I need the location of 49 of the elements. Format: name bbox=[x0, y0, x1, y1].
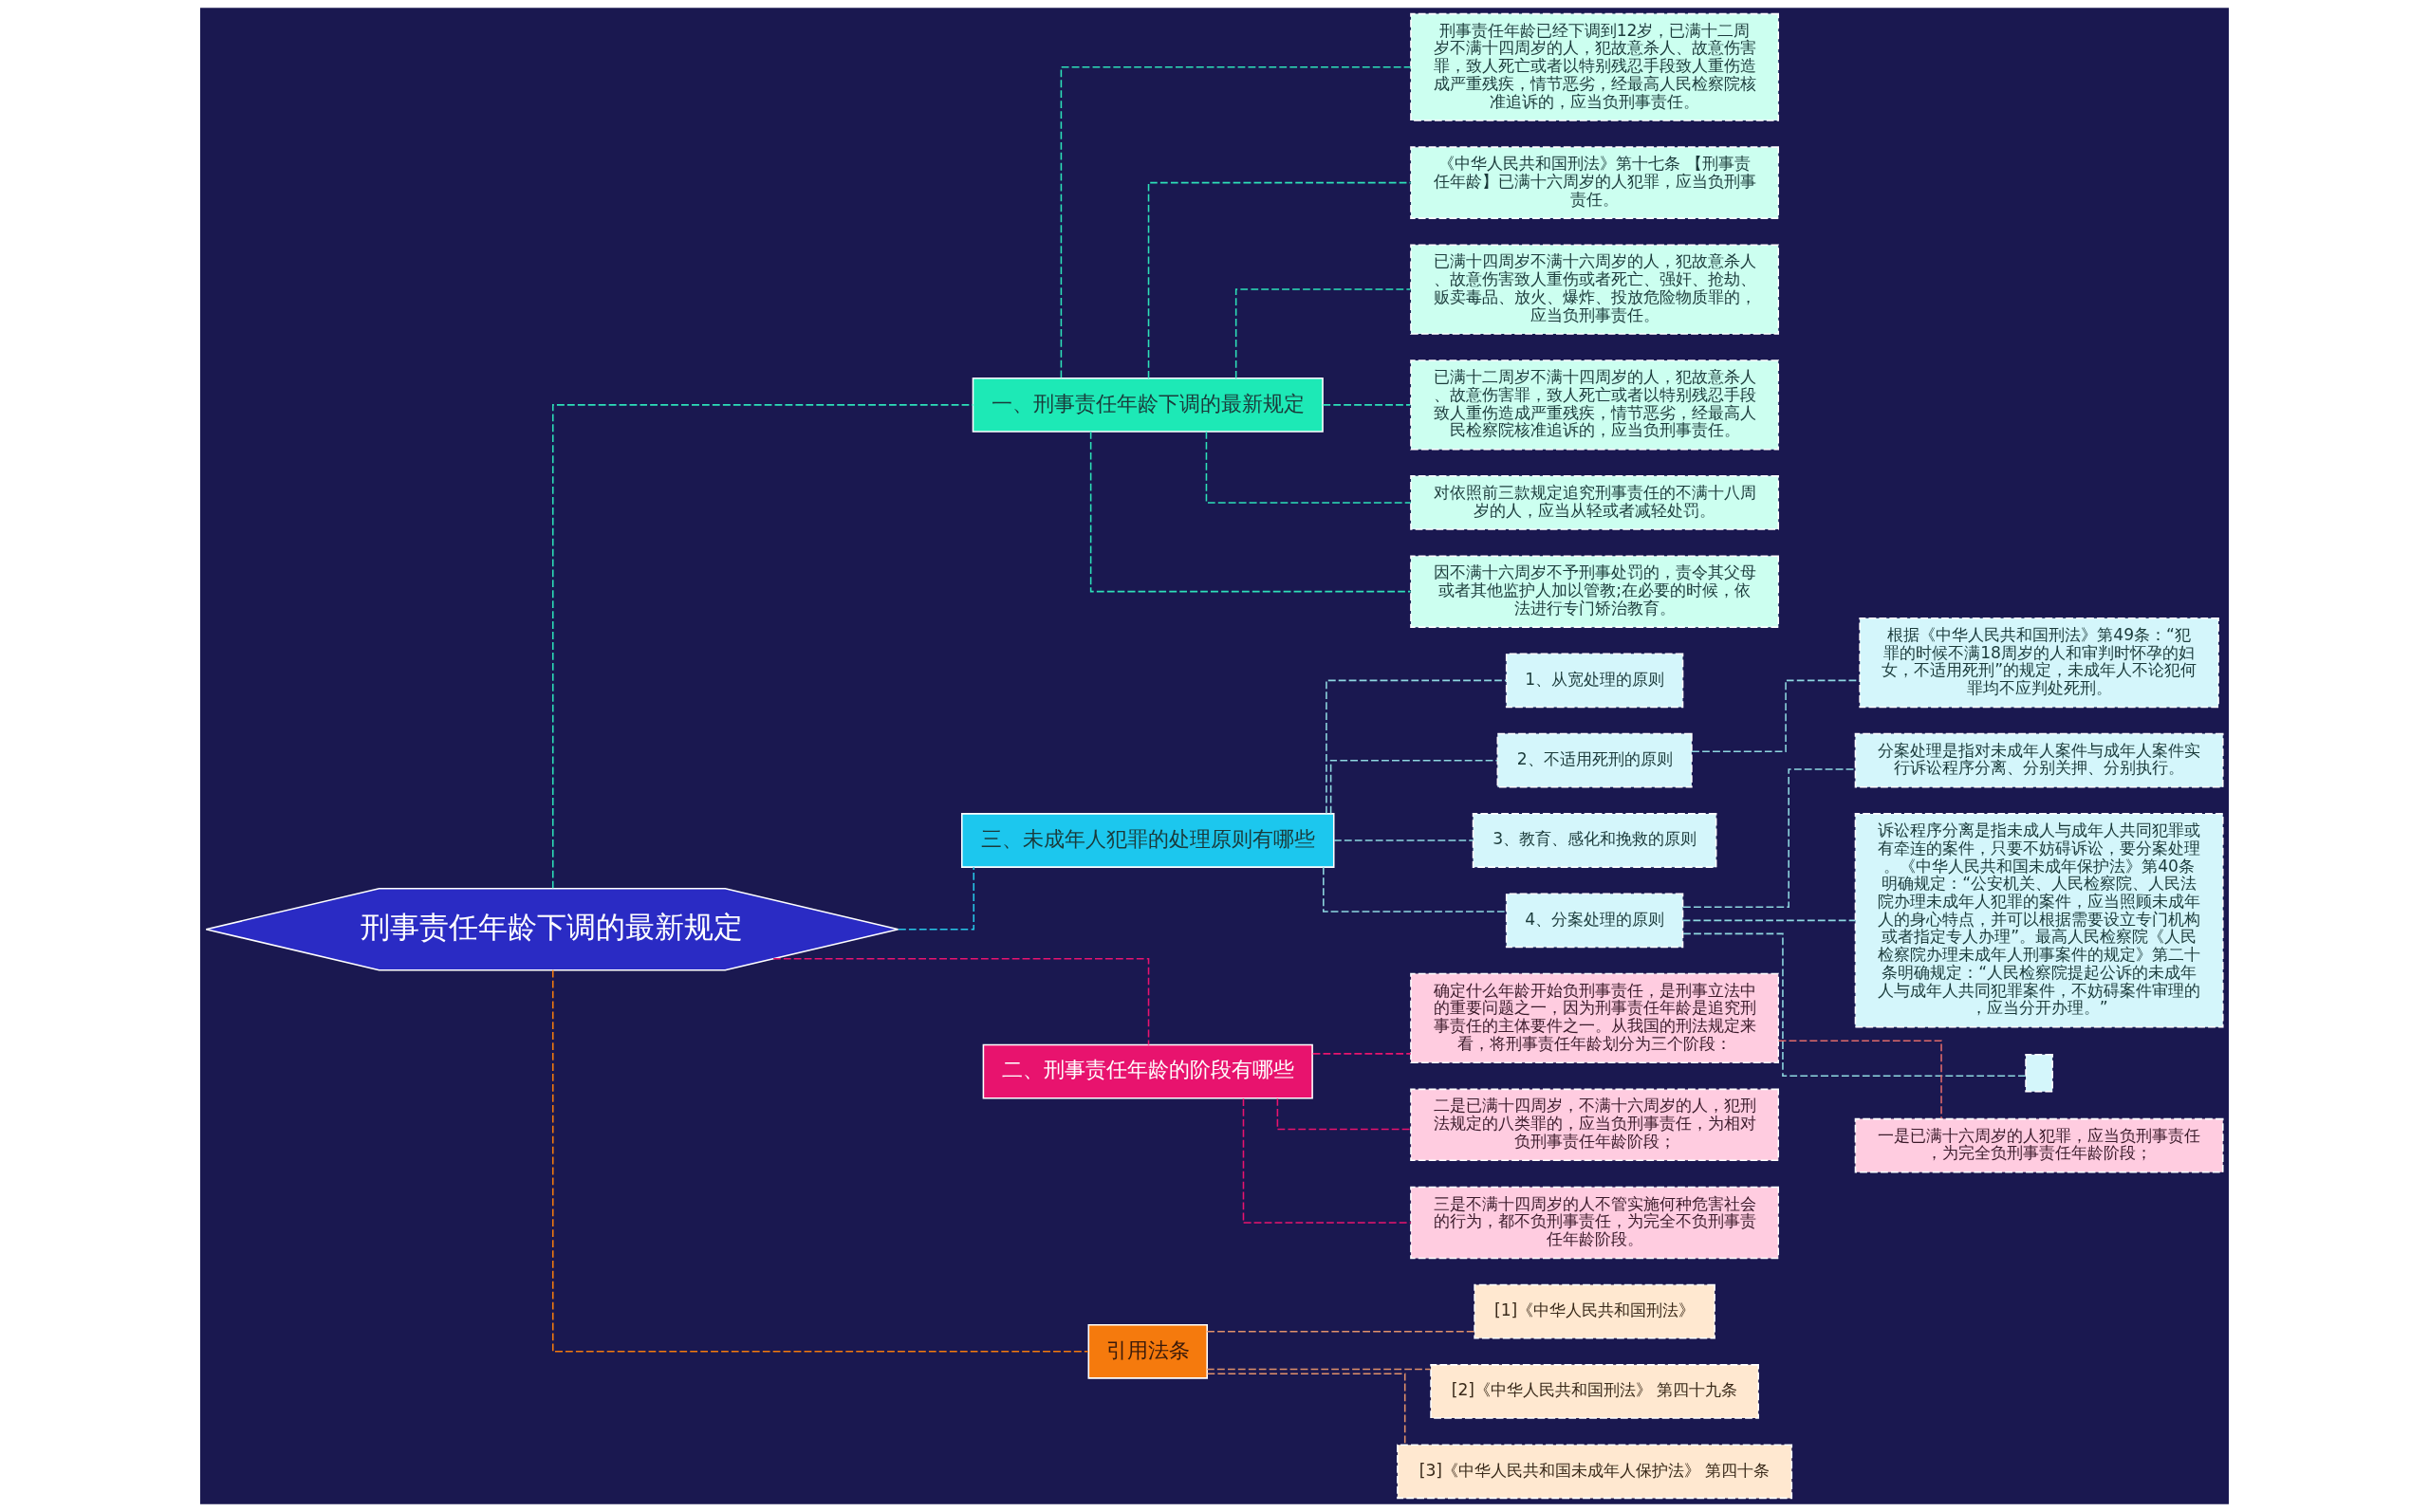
node-box: [3]《中华人民共和国未成年人保护法》 第四十条 bbox=[1397, 1444, 1793, 1500]
connector bbox=[1206, 1373, 1406, 1446]
connector bbox=[1147, 181, 1412, 379]
connector bbox=[1060, 66, 1412, 379]
connector bbox=[1234, 288, 1412, 379]
node-box: 分案处理是指对未成年人案件与成年人案件实行诉讼程序分离、分别关押、分别执行。 bbox=[1854, 732, 2224, 788]
node-box: 3、教育、感化和挽救的原则 bbox=[1472, 813, 1717, 868]
node-box: 对依照前三款规定追究刑事责任的不满十八周岁的人，应当从轻或者减轻处罚。 bbox=[1410, 475, 1780, 530]
node-box: [1]《中华人民共和国刑法》 bbox=[1474, 1283, 1715, 1339]
connector bbox=[1682, 768, 1856, 909]
connector bbox=[1681, 919, 1857, 922]
connector bbox=[1682, 932, 2027, 1078]
connector bbox=[1205, 431, 1412, 504]
node-box: 根据《中华人民共和国刑法》第49条：“犯罪的时候不满18周岁的人和审判时怀孕的妇女，不适用死刑”的规定，未成年人不论犯何罪均不应判处死刑。 bbox=[1859, 618, 2219, 709]
node-box: 诉讼程序分离是指未成人与成年人共同犯罪或有牵连的案件，只要不妨碍诉讼，要分案处理。《中华人民共和国未成年保护法》第40条明确规定：“公安机关、人民检察院、人民法院办理未成年人犯罪的案件，应当照顾未成年人的身心特点，并可以根据需要设立专门机构或者指定专人办理”。最高人民检察院《人民检察院办理未成年人刑事案件的规定》第二十条明确规定：“人民检察院提起公诉的未成年人与成年人共同犯罪案件，不妨碍案件审理的，应当分开办理。” bbox=[1854, 813, 2224, 1028]
node-box: 一是已满十六周岁的人犯罪，应当负刑事责任，为完全负刑事责任年龄阶段； bbox=[1854, 1117, 2224, 1173]
connector bbox=[1206, 1330, 1475, 1333]
connector bbox=[1242, 1097, 1412, 1224]
connector bbox=[1333, 839, 1474, 841]
node-box bbox=[2025, 1053, 2053, 1093]
node-box: 1、从宽处理的原则 bbox=[1505, 653, 1684, 709]
connector bbox=[898, 866, 975, 931]
connector bbox=[1329, 759, 1499, 815]
node-box: 一、刑事责任年龄下调的最新规定 bbox=[972, 378, 1324, 433]
connector bbox=[1206, 1368, 1432, 1371]
connector bbox=[1323, 866, 1508, 913]
node-box: [2]《中华人民共和国刑法》 第四十九条 bbox=[1430, 1364, 1759, 1419]
node-box: 三是不满十四周岁的人不管实施何种危害社会的行为，都不负刑事责任，为完全不负刑事责任年龄阶段。 bbox=[1410, 1186, 1780, 1260]
connector bbox=[1276, 1097, 1412, 1131]
connector bbox=[1777, 1040, 1942, 1120]
node-box: 《中华人民共和国刑法》第十七条 【刑事责任年龄】已满十六周岁的人犯罪，应当负刑事责任。 bbox=[1410, 146, 1780, 219]
node-box: 三、未成年人犯罪的处理原则有哪些 bbox=[961, 813, 1335, 868]
connector bbox=[772, 958, 1150, 1046]
connector bbox=[551, 404, 974, 890]
node-box: 刑事责任年龄已经下调到12岁，已满十二周岁不满十四周岁的人，犯故意杀人、故意伤害罪，致人死亡或者以特别残忍手段致人重伤造成严重残疾，情节恶劣，经最高人民检察院核准追诉的，应当负刑事责任。 bbox=[1410, 12, 1780, 121]
connector bbox=[1311, 1053, 1412, 1055]
node-box: 二是已满十四周岁，不满十六周岁的人，犯刑法规定的八类罪的，应当负刑事责任，为相对负刑事责任年龄阶段； bbox=[1410, 1088, 1780, 1162]
node-box: 因不满十六周岁不予刑事处罚的，责令其父母或者其他监护人加以管教;在必要的时候，依法进行专门矫治教育。 bbox=[1410, 555, 1780, 628]
node-box: 已满十二周岁不满十四周岁的人，犯故意杀人、故意伤害罪，致人死亡或者以特别残忍手段致人重伤造成严重残疾，情节恶劣，经最高人民检察院核准追诉的，应当负刑事责任。 bbox=[1410, 360, 1780, 451]
node-box: 引用法条 bbox=[1087, 1323, 1208, 1379]
node-box: 已满十四周岁不满十六周岁的人，犯故意杀人、故意伤害致人重伤或者死亡、强奸、抢劫、贩卖毒品、放火、爆炸、投放危险物质罪的，应当负刑事责任。 bbox=[1410, 244, 1780, 335]
connector bbox=[1326, 679, 1508, 815]
node-box: 4、分案处理的原则 bbox=[1505, 893, 1684, 949]
node-box: 2、不适用死刑的原则 bbox=[1496, 732, 1693, 788]
connector bbox=[1322, 404, 1412, 406]
node-box: 二、刑事责任年龄的阶段有哪些 bbox=[982, 1043, 1313, 1099]
node-box: 确定什么年龄开始负刑事责任，是刑事立法中的重要问题之一，因为刑事责任年龄是追究刑事责任的主体要件之一。从我国的刑法规定来看，将刑事责任年龄划分为三个阶段： bbox=[1410, 972, 1780, 1064]
connector bbox=[1089, 431, 1412, 593]
connector bbox=[551, 969, 1089, 1353]
